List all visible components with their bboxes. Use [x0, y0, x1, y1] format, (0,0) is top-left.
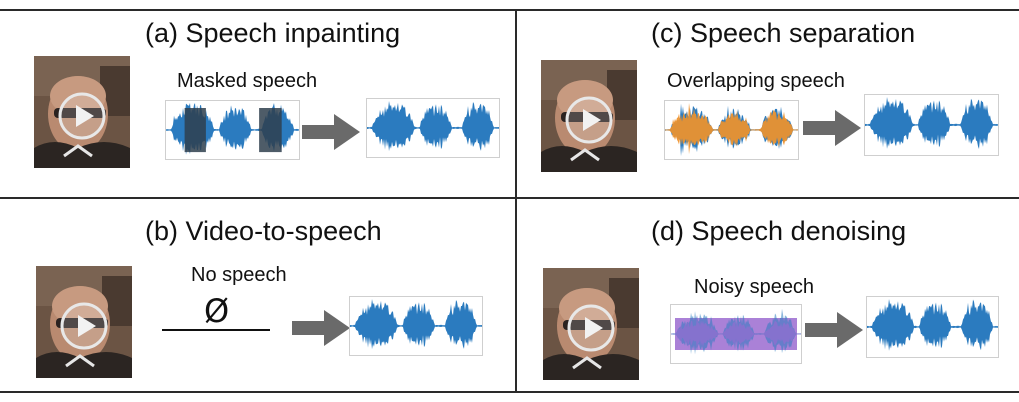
empty-signal-line: [162, 329, 270, 331]
arrow-right-icon: [803, 110, 861, 151]
panel-c-title: (c) Speech separation: [651, 18, 916, 48]
speech-mask-block: [259, 108, 282, 153]
output-speech-waveform: [366, 98, 500, 158]
video-play-icon[interactable]: [567, 304, 615, 352]
output-speech-waveform: [866, 296, 999, 358]
panel-a-title: (a) Speech inpainting: [145, 18, 401, 48]
panel-b-title: (b) Video-to-speech: [145, 216, 382, 246]
arrow-right-icon: [302, 114, 360, 155]
masked-speech-waveform: [165, 100, 300, 160]
video-play-icon[interactable]: [60, 302, 108, 350]
center-divider: [515, 10, 517, 391]
bottom-rule: [0, 391, 1019, 393]
output-speech-waveform: [349, 296, 483, 356]
noisy-speech-waveform: [670, 304, 802, 364]
output-speech-waveform: [864, 94, 999, 156]
panel-a-caption: Masked speech: [177, 70, 318, 92]
panel-c-caption: Overlapping speech: [667, 70, 845, 92]
video-thumbnail[interactable]: [34, 56, 130, 168]
arrow-right-icon: [805, 312, 863, 353]
panel-d-caption: Noisy speech: [694, 276, 815, 298]
video-play-icon[interactable]: [565, 96, 613, 144]
middle-rule: [0, 197, 1019, 199]
top-rule: [0, 9, 1019, 11]
arrow-right-icon: [292, 310, 350, 351]
video-thumbnail[interactable]: [36, 266, 132, 378]
overlapping-speech-waveform: [664, 100, 799, 160]
null-symbol: Ø: [204, 292, 230, 330]
video-thumbnail[interactable]: [541, 60, 637, 172]
panel-d-title: (d) Speech denoising: [651, 216, 907, 246]
video-play-icon[interactable]: [58, 92, 106, 140]
speech-mask-block: [184, 108, 206, 153]
panel-b-caption: No speech: [191, 264, 287, 286]
video-thumbnail[interactable]: [543, 268, 639, 380]
